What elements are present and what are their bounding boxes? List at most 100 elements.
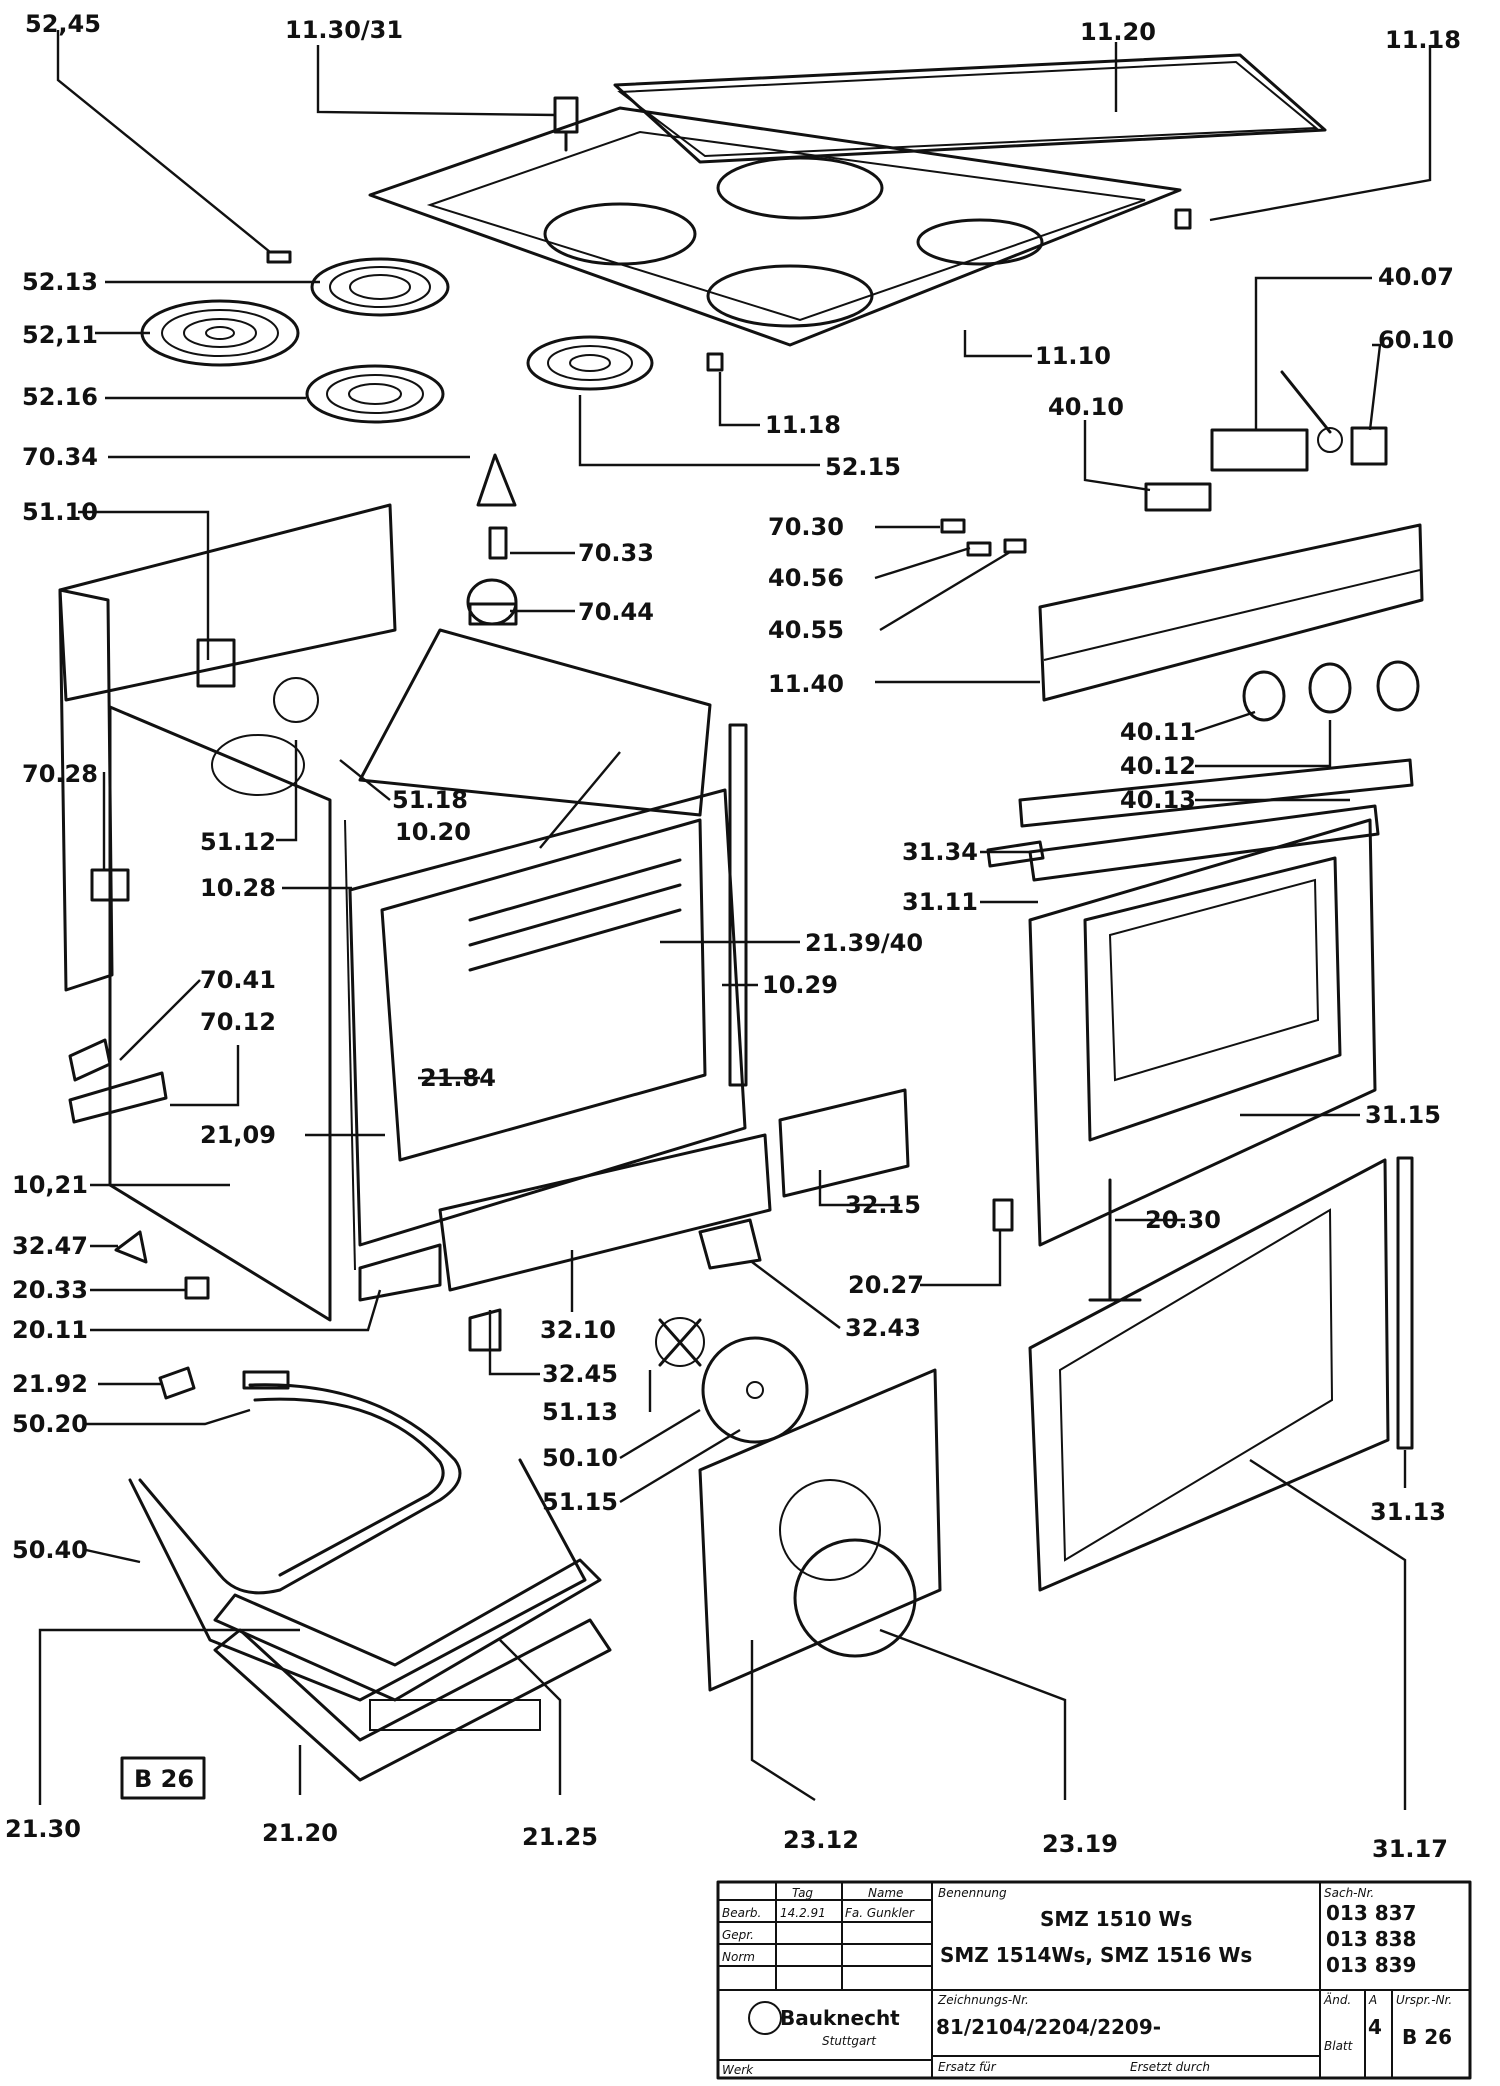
tb-zeichnungs-label: Zeichnungs-Nr. xyxy=(937,1993,1029,2007)
tb-benennung-2: SMZ 1514Ws, SMZ 1516 Ws xyxy=(940,1943,1252,1967)
tb-zeichnungs-nr: 81/2104/2204/2209- xyxy=(936,2015,1161,2039)
callout-label: 21,09 xyxy=(200,1121,276,1149)
callout-label: 21.39/40 xyxy=(805,929,923,957)
callout-label: 52,11 xyxy=(22,321,98,349)
tb-sach-3: 013 839 xyxy=(1326,1953,1416,1977)
callout-label: 32.15 xyxy=(845,1191,921,1219)
callout-label: 51.13 xyxy=(542,1398,618,1426)
tb-aend-label: Änd. xyxy=(1323,1992,1351,2007)
fan-and-heaters xyxy=(128,1317,809,1782)
callout-label: 70.28 xyxy=(22,760,98,788)
callout-label: 50.20 xyxy=(12,1410,88,1438)
oven-door xyxy=(986,804,1414,1592)
tb-werk: Werk xyxy=(722,2063,754,2077)
callout-label: 20.30 xyxy=(1145,1206,1221,1234)
tb-row-norm: Norm xyxy=(722,1950,755,1964)
callout-label: 52.16 xyxy=(22,383,98,411)
callout-label: 52,45 xyxy=(25,10,101,38)
tb-bearb-name: Fa. Gunkler xyxy=(845,1906,915,1920)
callout-label: 23.12 xyxy=(783,1826,859,1854)
callout-label: 31.11 xyxy=(902,888,978,916)
callout-label: 21.30 xyxy=(5,1815,81,1843)
cooktop-assembly xyxy=(266,53,1327,372)
callout-label: 21.84 xyxy=(420,1064,496,1092)
callout-label: 20.11 xyxy=(12,1316,88,1344)
callout-label: 70.33 xyxy=(578,539,654,567)
callout-label: 60.10 xyxy=(1378,326,1454,354)
page-code: B 26 xyxy=(134,1765,194,1793)
callout-label: 20.33 xyxy=(12,1276,88,1304)
callout-label: 23.19 xyxy=(1042,1830,1118,1858)
callout-label: 51.15 xyxy=(542,1488,618,1516)
tb-blatt-value: 4 xyxy=(1368,2015,1382,2039)
callout-labels: 52,45 11.30/31 11.20 11.18 52.13 52,11 5… xyxy=(5,10,1461,1863)
callout-label: 32.43 xyxy=(845,1314,921,1342)
callout-label: 50.40 xyxy=(12,1536,88,1564)
tb-brand-city: Stuttgart xyxy=(822,2034,877,2048)
tb-row-bearb: Bearb. xyxy=(722,1906,761,1920)
tb-bearb-date: 14.2.91 xyxy=(780,1906,826,1920)
tb-header-name: Name xyxy=(868,1886,903,1900)
leader-lines xyxy=(38,30,1432,1810)
tb-brand: Bauknecht xyxy=(780,2006,900,2030)
callout-label: 32.45 xyxy=(542,1360,618,1388)
callout-label: 70.30 xyxy=(768,513,844,541)
tb-row-gepr: Gepr. xyxy=(722,1928,754,1942)
callout-label: 21.20 xyxy=(262,1819,338,1847)
tb-aend-value: A xyxy=(1368,1993,1377,2007)
callout-label: 40.12 xyxy=(1120,752,1196,780)
callout-label: 51.10 xyxy=(22,498,98,526)
tb-sach-1: 013 837 xyxy=(1326,1901,1416,1925)
callout-label: 21.25 xyxy=(522,1823,598,1851)
lamp-parts xyxy=(466,453,518,626)
callout-label: 11.18 xyxy=(1385,26,1461,54)
callout-label: 21.92 xyxy=(12,1370,88,1398)
callout-label: 70.41 xyxy=(200,966,276,994)
tb-header-benennung: Benennung xyxy=(938,1886,1007,1900)
callout-label: 32.10 xyxy=(540,1316,616,1344)
callout-label: 52.15 xyxy=(825,453,901,481)
callout-label: 11.10 xyxy=(1035,342,1111,370)
callout-label: 40.13 xyxy=(1120,786,1196,814)
callout-label: 40.55 xyxy=(768,616,844,644)
callout-label: 31.13 xyxy=(1370,1498,1446,1526)
callout-label: 10.20 xyxy=(395,818,471,846)
callout-label: 51.12 xyxy=(200,828,276,856)
tb-origin-value: B 26 xyxy=(1402,2025,1452,2049)
callout-label: 50.10 xyxy=(542,1444,618,1472)
callout-label: 70.12 xyxy=(200,1008,276,1036)
callout-label: 40.56 xyxy=(768,564,844,592)
callout-label: 11.18 xyxy=(765,411,841,439)
callout-label: 40.10 xyxy=(1048,393,1124,421)
callout-label: 10,21 xyxy=(12,1171,88,1199)
callout-label: 31.34 xyxy=(902,838,978,866)
callout-label: 70.44 xyxy=(578,598,654,626)
oven-cabinet xyxy=(58,503,910,1352)
callout-label: 20.27 xyxy=(848,1271,924,1299)
callout-label: 11.40 xyxy=(768,670,844,698)
callout-label: 11.30/31 xyxy=(285,16,403,44)
tb-sach-2: 013 838 xyxy=(1326,1927,1416,1951)
tb-header-tag: Tag xyxy=(792,1886,813,1900)
rear-panel xyxy=(698,1368,942,1692)
callout-label: 70.34 xyxy=(22,443,98,471)
callout-label: 32.47 xyxy=(12,1232,88,1260)
brand-logo-icon xyxy=(748,2001,782,2035)
callout-label: 11.20 xyxy=(1080,18,1156,46)
tb-ersetzt-label: Ersetzt durch xyxy=(1130,2060,1210,2074)
title-block: Tag Name Benennung Sach-Nr. Bearb. 14.2.… xyxy=(716,1880,1472,2080)
callout-label: 52.13 xyxy=(22,268,98,296)
tb-header-sach: Sach-Nr. xyxy=(1324,1886,1374,1900)
tb-origin-label: Urspr.-Nr. xyxy=(1396,1993,1452,2007)
control-panel-parts xyxy=(940,370,1424,828)
callout-label: 51.18 xyxy=(392,786,468,814)
callout-label: 31.17 xyxy=(1372,1835,1448,1863)
callout-label: 40.07 xyxy=(1378,263,1454,291)
page-code-box: B 26 xyxy=(120,1756,206,1800)
callout-label: 10.28 xyxy=(200,874,276,902)
callout-label: 31.15 xyxy=(1365,1101,1441,1129)
tb-benennung-1: SMZ 1510 Ws xyxy=(1040,1907,1192,1931)
tb-ersatz-label: Ersatz für xyxy=(938,2060,997,2074)
callout-label: 40.11 xyxy=(1120,718,1196,746)
